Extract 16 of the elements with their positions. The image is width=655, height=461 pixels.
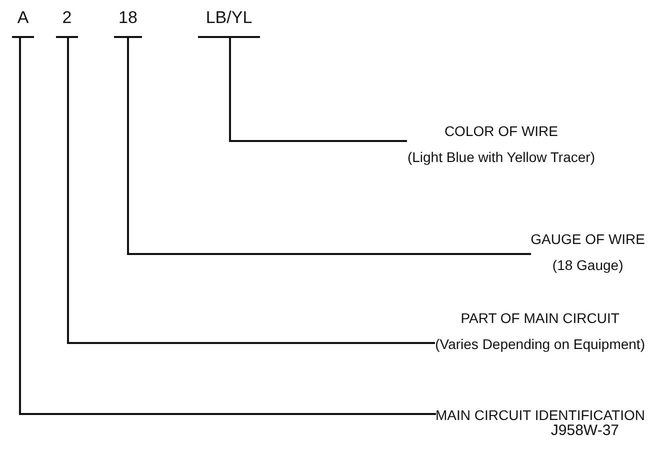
leader-line xyxy=(19,38,436,415)
description-title: MAIN CIRCUIT IDENTIFICATION xyxy=(436,406,645,424)
leader-line xyxy=(127,38,531,255)
leader-line xyxy=(229,38,407,142)
description-title: PART OF MAIN CIRCUIT xyxy=(460,309,620,328)
wire-code: 2 xyxy=(56,8,78,38)
wire-code: 18 xyxy=(114,8,142,38)
description-note: (Light Blue with Yellow Tracer) xyxy=(407,148,595,167)
wire-code: A xyxy=(12,8,34,38)
description-note: (Varies Depending on Equipment) xyxy=(435,335,645,354)
figure-number: J958W-37 xyxy=(550,422,619,439)
wire-code: LB/YL xyxy=(198,8,260,38)
description-title: GAUGE OF WIRE xyxy=(530,230,645,249)
description-title: COLOR OF WIRE xyxy=(444,122,558,141)
description-note: (18 Gauge) xyxy=(552,256,624,275)
leader-line xyxy=(67,38,435,344)
